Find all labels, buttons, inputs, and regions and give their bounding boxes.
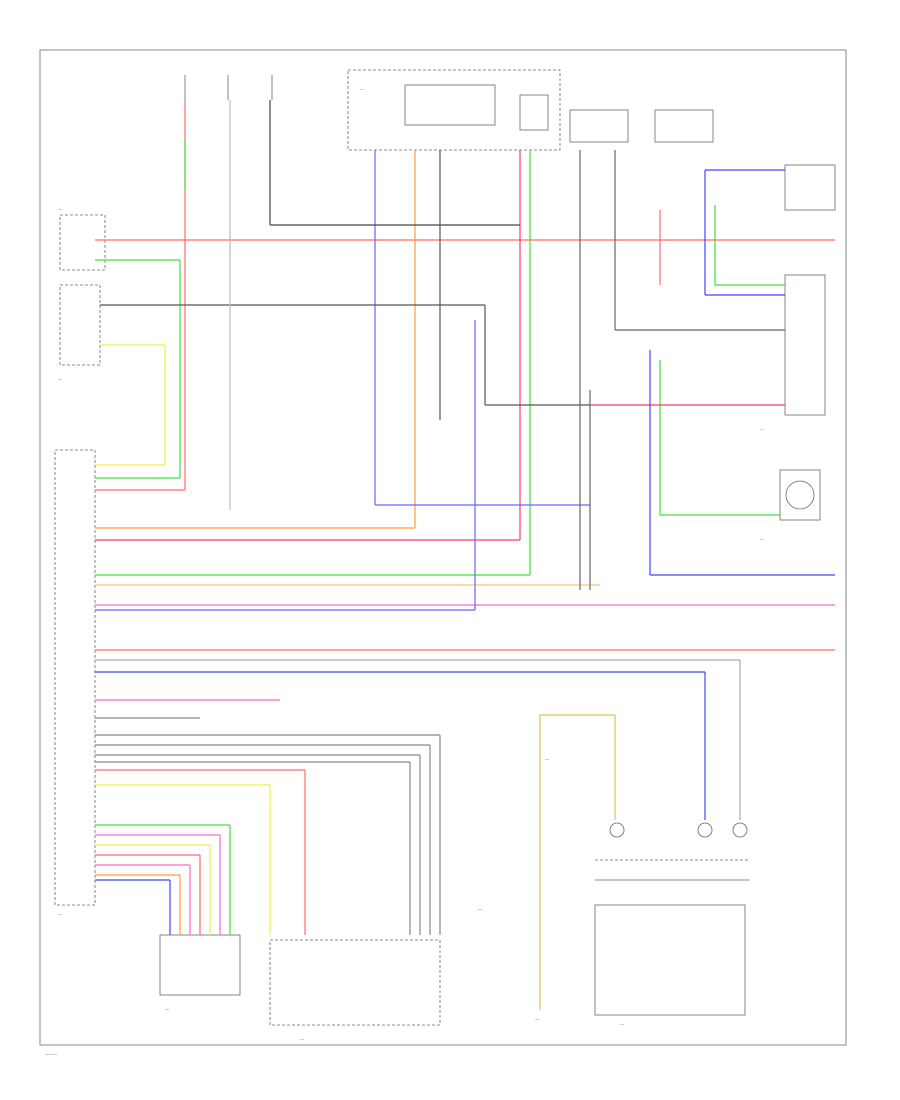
bottom-components <box>159 822 750 1026</box>
ecm-label: — <box>58 911 62 916</box>
stop-lamp-switch-label: — <box>478 906 482 911</box>
combination-meter-label: — <box>300 1036 304 1041</box>
relay-block-label: — <box>360 86 364 91</box>
tcm-label: — <box>58 376 62 381</box>
diagram-border <box>39 49 847 1046</box>
ground-label: — <box>535 1016 539 1021</box>
yaw-sensor-label: — <box>760 536 764 541</box>
tcm-switch-label: — <box>58 206 62 211</box>
left-components <box>54 214 106 906</box>
footer-code: ——— <box>45 1051 57 1056</box>
right-components <box>779 274 826 521</box>
accel-sensor-label: — <box>165 1006 169 1011</box>
cruise-switch-label: — <box>620 1021 624 1026</box>
gateway-label: — <box>545 756 549 761</box>
wires <box>95 100 835 1010</box>
brake-actuator-label: — <box>760 426 764 431</box>
fuse-block <box>184 69 836 211</box>
